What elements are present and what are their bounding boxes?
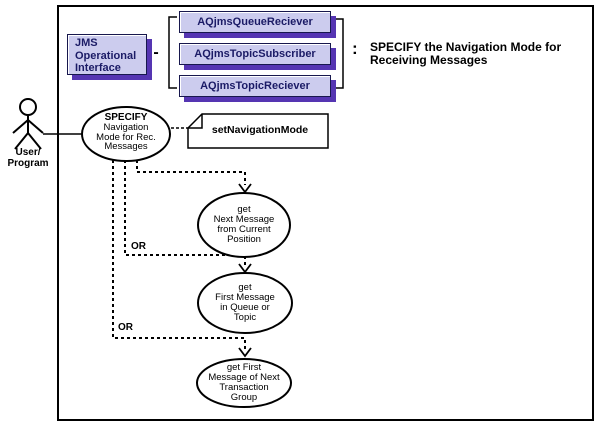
- actor-stick-figure-icon: [12, 98, 44, 150]
- jms-operational-interface-box: JMS Operational Interface: [67, 34, 147, 75]
- main-usecase-body: Navigation Mode for Rec. Messages: [96, 122, 156, 152]
- usecase-label-next-message: get Next Message from Current Position: [213, 204, 275, 245]
- or-label-1: OR: [131, 241, 146, 252]
- usecase-label-first-message-queue: get First Message in Queue or Topic: [215, 282, 275, 323]
- dashed-connectors: [112, 160, 246, 349]
- receiver-class-box-topic-subscriber: AQjmsTopicSubscriber: [179, 43, 331, 65]
- actor-label: User/ Program: [7, 147, 49, 169]
- side-annotation: SPECIFY the Navigation Mode for Receivin…: [370, 40, 562, 67]
- usecase-ellipse-next-message: [197, 192, 291, 258]
- right-bracket: [336, 18, 344, 89]
- arrowhead-icon: [238, 183, 252, 194]
- usecase-ellipse-first-message-transaction: [196, 358, 292, 408]
- colon-separator: :: [352, 39, 358, 58]
- receiver-class-box-queue-receiver: AQjmsQueueReciever: [179, 11, 331, 33]
- main-usecase-label: SPECIFY Navigation Mode for Rec. Message…: [80, 112, 172, 152]
- usecase-ellipse-first-message-queue: [197, 272, 293, 334]
- system-boundary: [57, 5, 594, 421]
- or-label-2: OR: [118, 322, 133, 333]
- note-shape: [187, 113, 329, 149]
- main-usecase-title: SPECIFY: [104, 112, 148, 123]
- arrowhead-icon: [238, 263, 252, 274]
- dash-connector: -: [153, 44, 159, 61]
- left-bracket: [168, 16, 177, 89]
- usecase-label-first-message-transaction: get First Message of Next Transaction Gr…: [208, 362, 280, 403]
- note-label: setNavigationMode: [211, 124, 309, 136]
- receiver-class-box-topic-receiver: AQjmsTopicReciever: [179, 75, 331, 97]
- arrowhead-icon: [238, 347, 252, 358]
